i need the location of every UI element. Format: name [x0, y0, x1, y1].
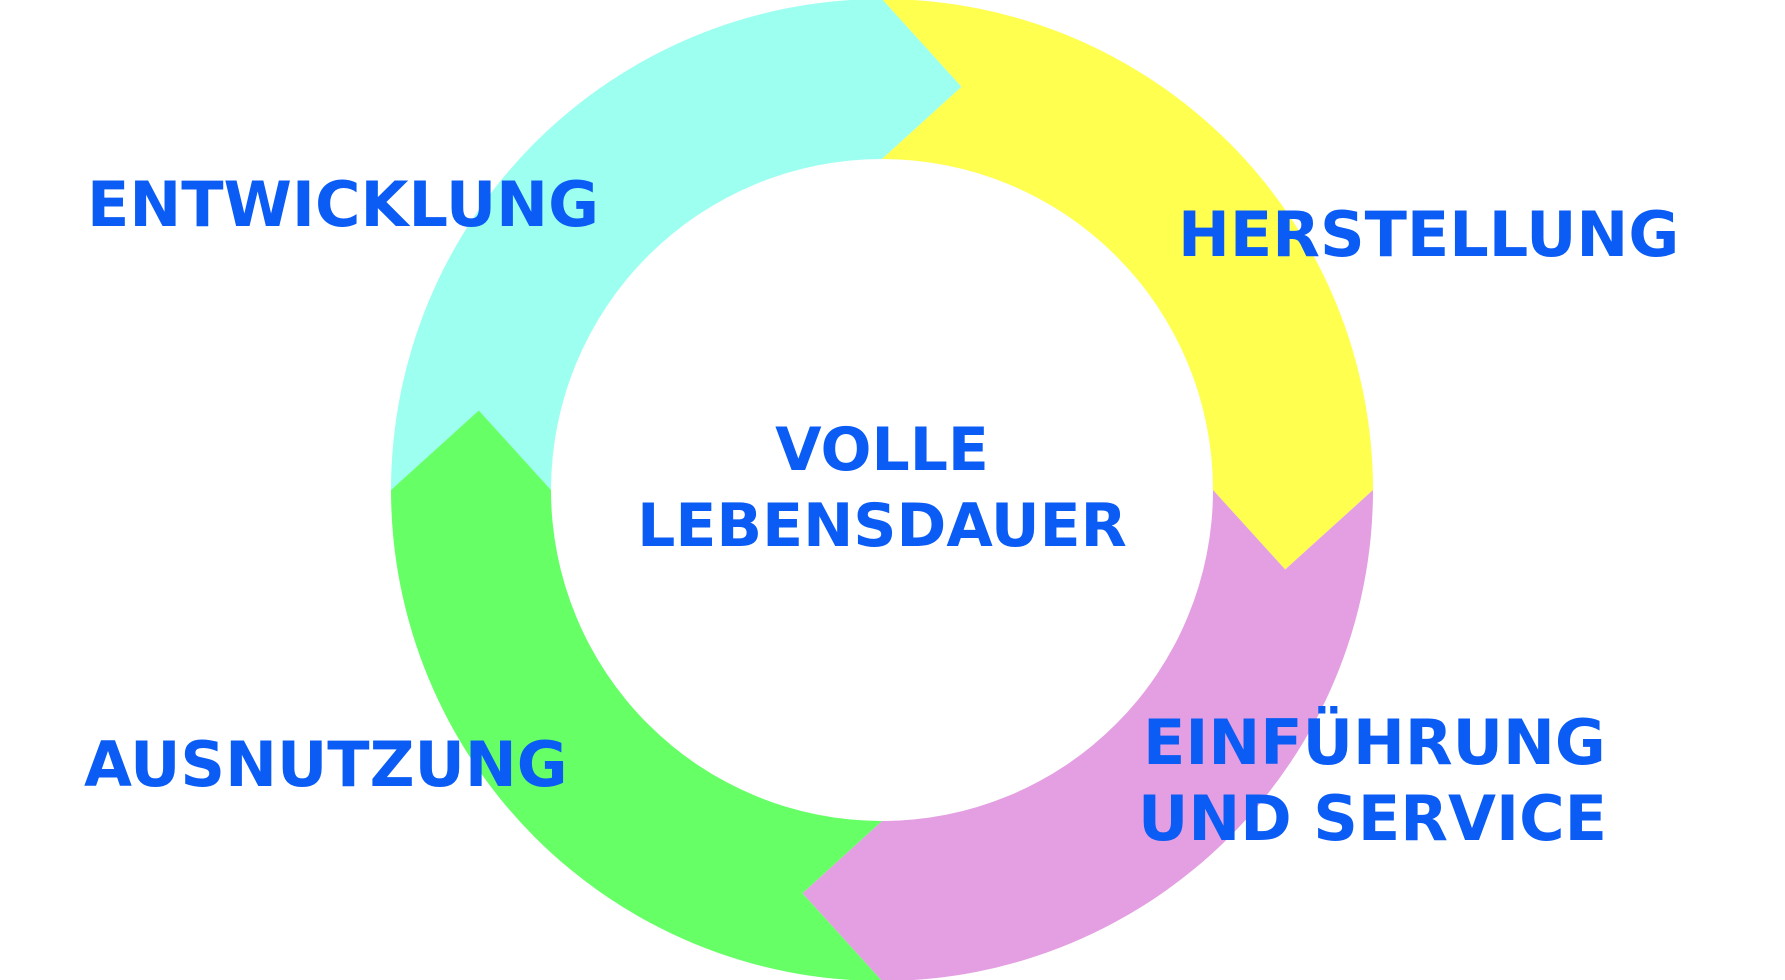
- center-title-line2: LEBENSDAUER: [637, 491, 1127, 561]
- segment-herstellung: [882, 0, 1373, 570]
- label-herstellung: HERSTELLUNG: [1178, 198, 1679, 271]
- center-title-line1: VOLLE: [775, 415, 989, 485]
- label-entwicklung: ENTWICKLUNG: [87, 168, 599, 241]
- label-ausnutzung: AUSNUTZUNG: [84, 728, 568, 801]
- segment-ausnutzung: [391, 410, 882, 980]
- label-einfuehrung-line1: EINFÜHRUNG: [1143, 706, 1606, 779]
- label-einfuehrung-line2: UND SERVICE: [1138, 782, 1607, 855]
- segment-entwicklung: [391, 0, 962, 490]
- segment-einfuehrung-und-service: [802, 490, 1373, 980]
